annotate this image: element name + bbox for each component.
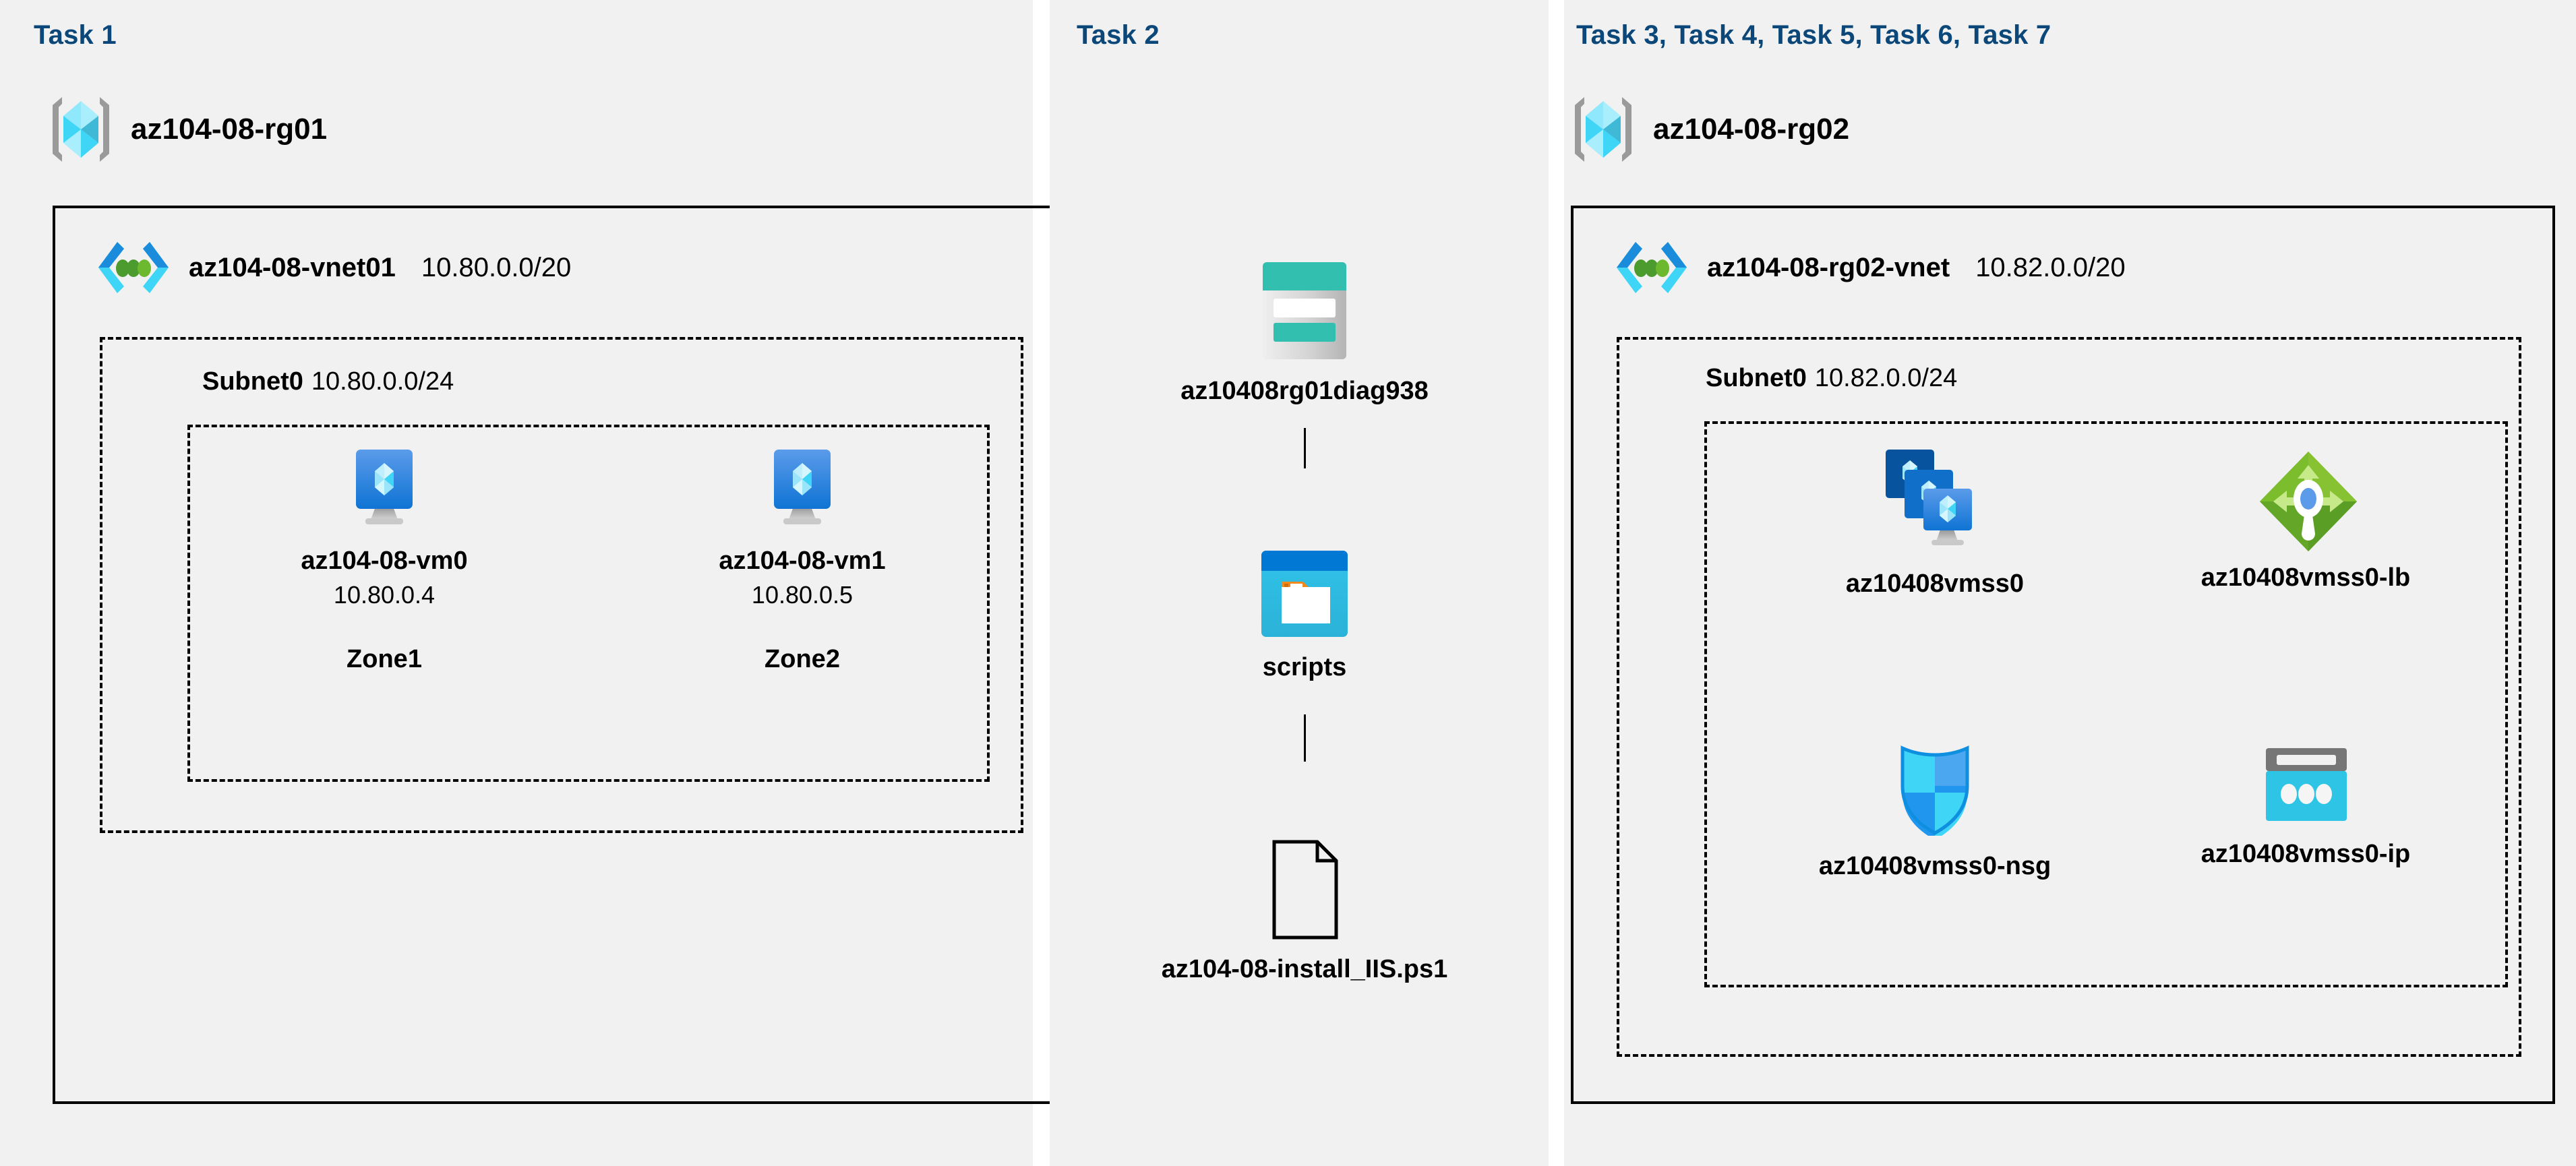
network-security-group-icon (1897, 741, 1973, 840)
task1-subnet-cidr: 10.80.0.0/24 (311, 367, 454, 396)
task1-subnet-name: Subnet0 (202, 367, 303, 396)
task1-vnet-name: az104-08-vnet01 (189, 252, 396, 282)
node-label: az10408vmss0 (1845, 570, 2025, 598)
vm-scale-set-icon (1884, 448, 1985, 549)
load-balancer-icon (2258, 450, 2357, 551)
resource-group-icon (1571, 94, 1636, 164)
node-label: az104-08-vm1 (719, 547, 886, 575)
node-label: az104-08-install_IIS.ps1 (1161, 955, 1448, 983)
task3-vnet-cidr: 10.82.0.0/20 (1975, 252, 2126, 282)
task1-vnet-header: az104-08-vnet01 10.80.0.0/20 (94, 239, 571, 296)
task3-label: Task 3, Task 4, Task 5, Task 6, Task 7 (1576, 20, 2051, 50)
task1-vm-group-box (187, 425, 990, 782)
node-az10408vmss0-ip[interactable]: az10408vmss0-ip (2151, 747, 2461, 871)
task3-panel (1564, 0, 2576, 1166)
task1-resource-group-name: az104-08-rg01 (131, 113, 328, 146)
file-icon (1265, 839, 1344, 940)
node-label: az10408rg01diag938 (1180, 377, 1429, 405)
node-az10408vmss0[interactable]: az10408vmss0 (1793, 448, 2076, 601)
task1-vnet-cidr: 10.80.0.0/20 (421, 252, 572, 282)
virtual-network-icon (1613, 239, 1691, 296)
node-zone: Zone1 (347, 644, 422, 673)
node-zone: Zone2 (765, 644, 840, 673)
connector-storage-to-container (1304, 428, 1306, 468)
task3-subnet-name: Subnet0 (1706, 364, 1807, 392)
node-ip: 10.80.0.5 (751, 581, 853, 609)
node-scripts[interactable]: scripts (1217, 549, 1392, 685)
task3-resource-group-box (1704, 421, 2508, 987)
task3-resource-group: az104-08-rg02 (1571, 94, 1849, 164)
node-az104-08-vm1[interactable]: az104-08-vm1 10.80.0.5 Zone2 (701, 448, 903, 674)
node-az104-08-vm0[interactable]: az104-08-vm0 10.80.0.4 Zone1 (283, 448, 485, 674)
node-ip: 10.80.0.4 (333, 581, 436, 609)
virtual-machine-icon (347, 448, 422, 532)
task3-vnet-name: az104-08-rg02-vnet (1707, 252, 1950, 282)
task1-subnet-header: Subnet0 10.80.0.0/24 (202, 367, 454, 396)
task1-resource-group: az104-08-rg01 (49, 94, 327, 164)
connector-container-to-file (1304, 714, 1306, 762)
virtual-machine-icon (765, 448, 840, 532)
task3-subnet-box (1617, 337, 2521, 1057)
node-az10408rg01diag938[interactable]: az10408rg01diag938 (1176, 259, 1433, 408)
node-label: az10408vmss0-nsg (1818, 852, 2051, 880)
task2-label: Task 2 (1077, 20, 1160, 50)
node-label: az10408vmss0-ip (2200, 840, 2411, 868)
node-label: az10408vmss0-lb (2200, 563, 2411, 592)
blob-container-icon (1260, 549, 1349, 638)
task1-subnet-box (100, 337, 1023, 833)
node-label: scripts (1262, 653, 1347, 681)
node-az104-08-install-iis-ps1[interactable]: az104-08-install_IIS.ps1 (1106, 839, 1503, 987)
node-az10408vmss0-nsg[interactable]: az10408vmss0-nsg (1780, 741, 2090, 884)
public-ip-address-icon (2265, 747, 2347, 821)
node-az10408vmss0-lb[interactable]: az10408vmss0-lb (2151, 450, 2461, 595)
task3-vnet-box (1571, 206, 2555, 1104)
task1-panel (0, 0, 1033, 1166)
task3-resource-group-name: az104-08-rg02 (1653, 113, 1850, 146)
resource-group-icon (49, 94, 113, 164)
node-label: az104-08-vm0 (301, 547, 468, 575)
virtual-network-icon (94, 239, 173, 296)
task1-label: Task 1 (34, 20, 117, 50)
storage-account-icon (1260, 259, 1349, 362)
task3-subnet-cidr: 10.82.0.0/24 (1814, 364, 1958, 392)
task3-vnet-header: az104-08-rg02-vnet 10.82.0.0/20 (1613, 239, 2126, 296)
